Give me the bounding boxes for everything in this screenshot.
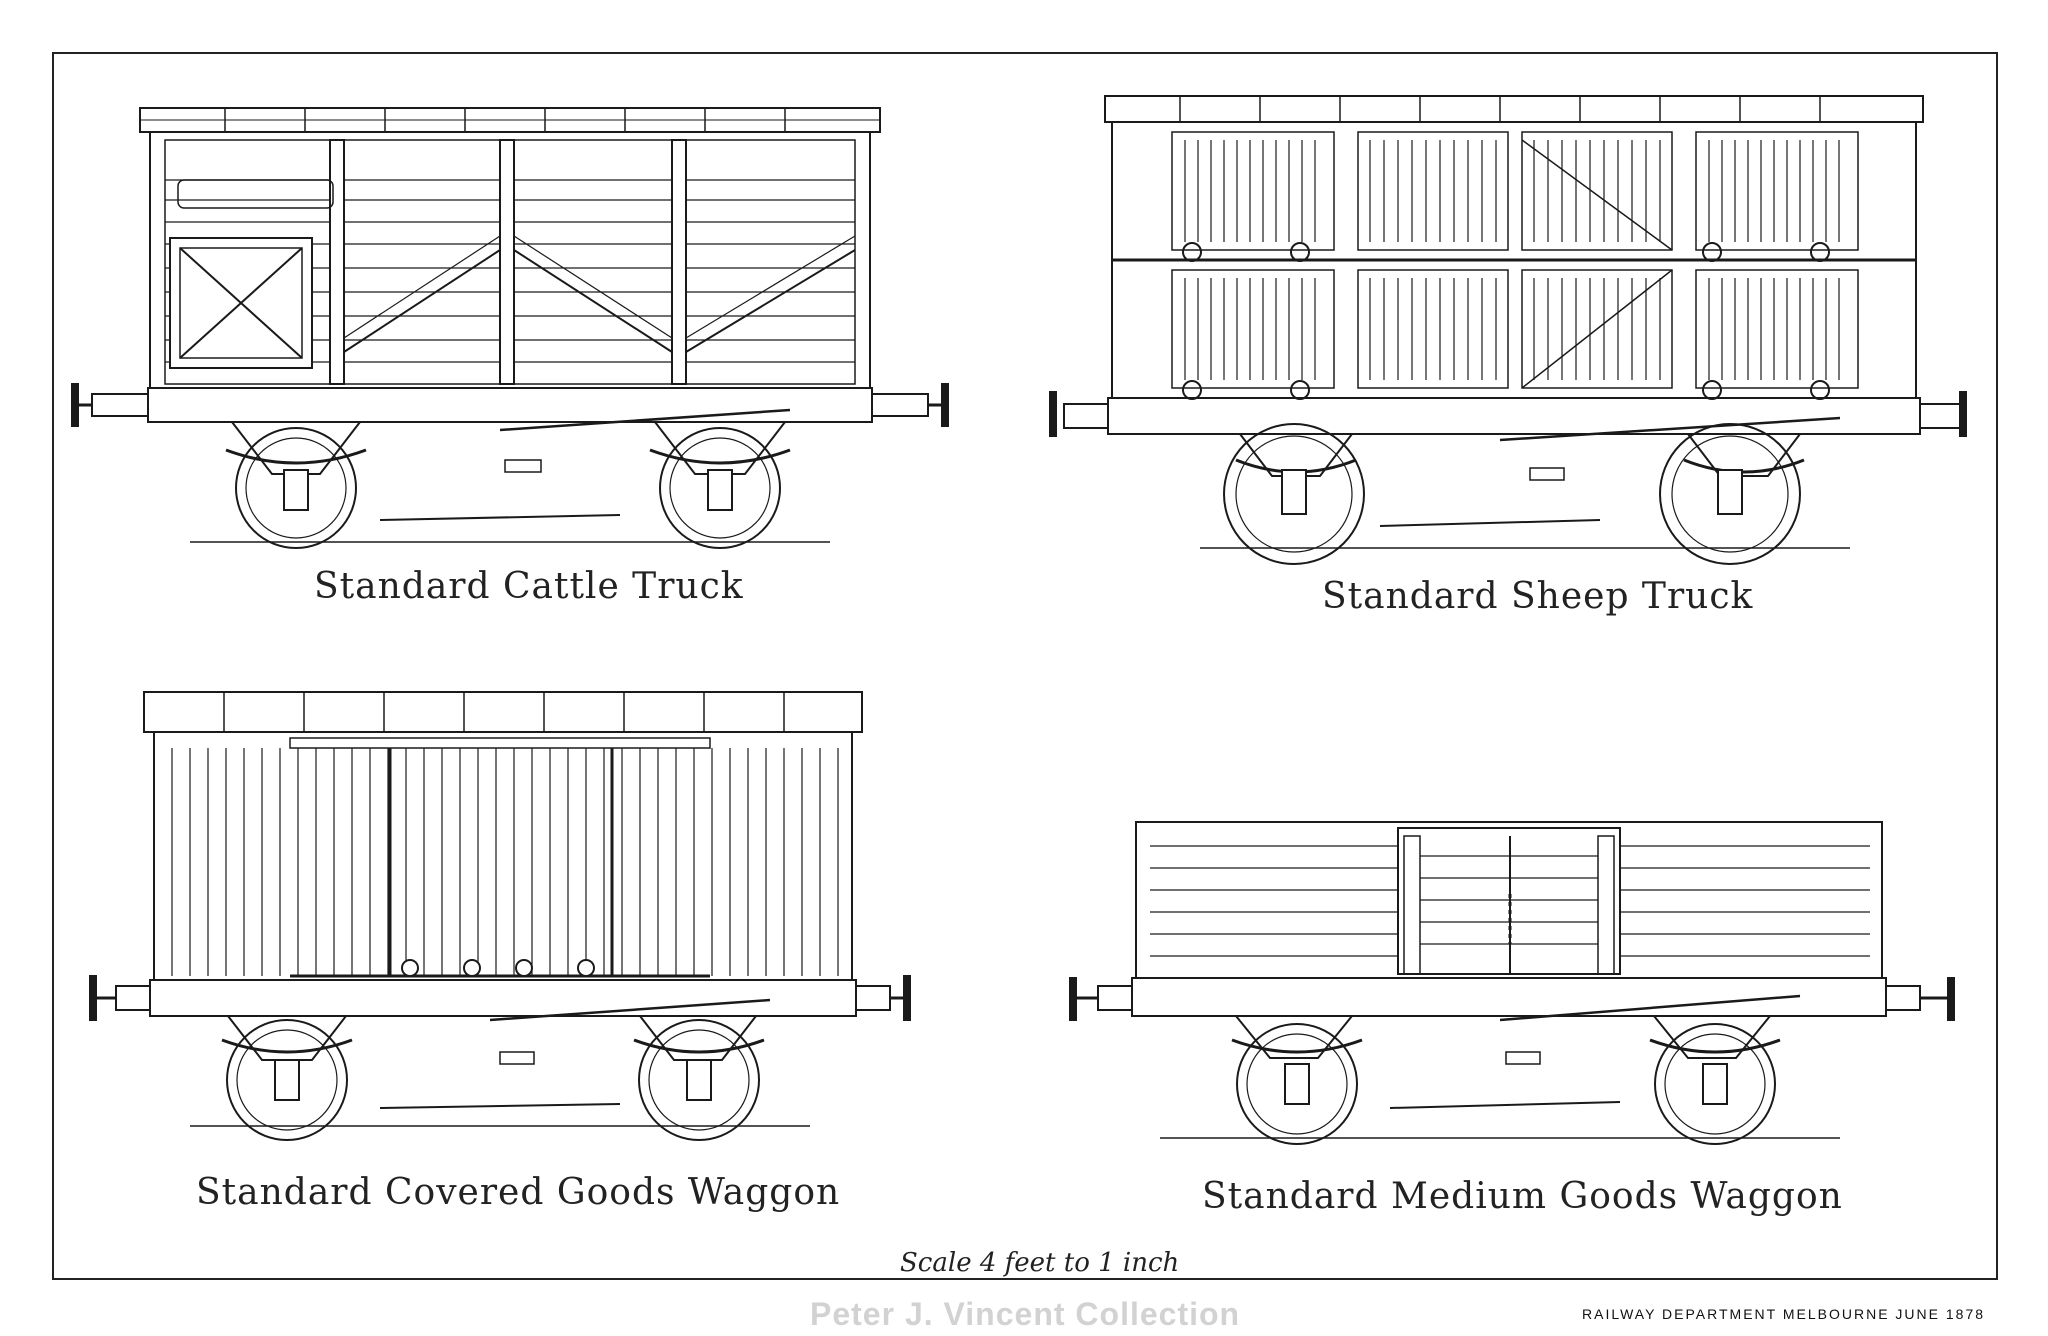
medium-goods-waggon-drawing [1069,821,1955,1145]
sheep-truck-drawing [1049,95,1967,565]
plate-border [52,52,1998,1280]
publisher-imprint: RAILWAY DEPARTMENT MELBOURNE JUNE 1878 [1582,1306,1986,1322]
covered-goods-waggon-caption: Standard Covered Goods Waggon [196,1172,841,1213]
cattle-truck-drawing [71,107,949,549]
sheep-truck-caption: Standard Sheep Truck [1322,576,1754,617]
medium-goods-waggon-caption: Standard Medium Goods Waggon [1202,1176,1843,1217]
scale-note: Scale 4 feet to 1 inch [900,1248,1180,1278]
watermark: Peter J. Vincent Collection [810,1296,1241,1332]
covered-goods-waggon-drawing [89,691,911,1141]
cattle-truck-caption: Standard Cattle Truck [314,566,744,607]
